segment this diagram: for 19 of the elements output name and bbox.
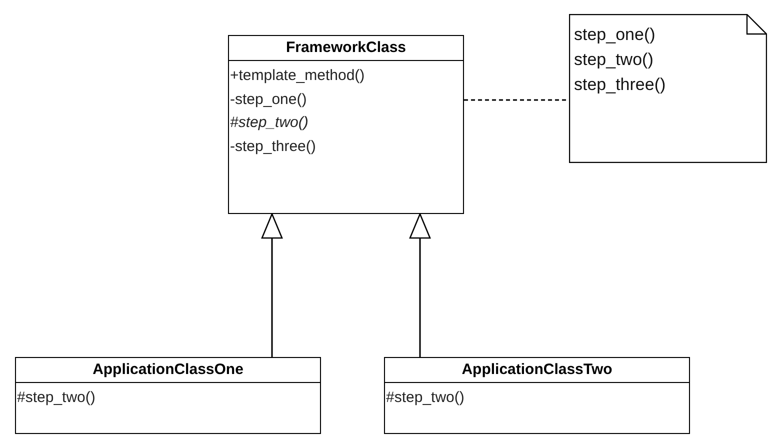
class-box — [15, 357, 321, 434]
generalization-arrow — [261, 213, 283, 357]
method-signature: #step_two() — [229, 113, 310, 133]
note — [569, 14, 767, 163]
class-name: ApplicationClassOne — [16, 358, 320, 383]
note-text: step_two() — [574, 49, 654, 71]
method-signature: #step_two() — [16, 388, 96, 408]
method-signature: -step_one() — [229, 90, 308, 110]
method-signature: +template_method() — [229, 66, 366, 86]
class-name: ApplicationClassTwo — [385, 358, 689, 383]
method-signature: -step_three() — [229, 136, 317, 156]
class-box — [384, 357, 690, 434]
note-connector — [464, 99, 569, 101]
note-text: step_three() — [574, 74, 666, 96]
class-name: FrameworkClass — [229, 36, 463, 61]
method-signature: #step_two() — [385, 388, 466, 408]
class-box — [228, 35, 464, 214]
generalization-arrow — [409, 213, 431, 357]
note-text: step_one() — [574, 24, 656, 46]
